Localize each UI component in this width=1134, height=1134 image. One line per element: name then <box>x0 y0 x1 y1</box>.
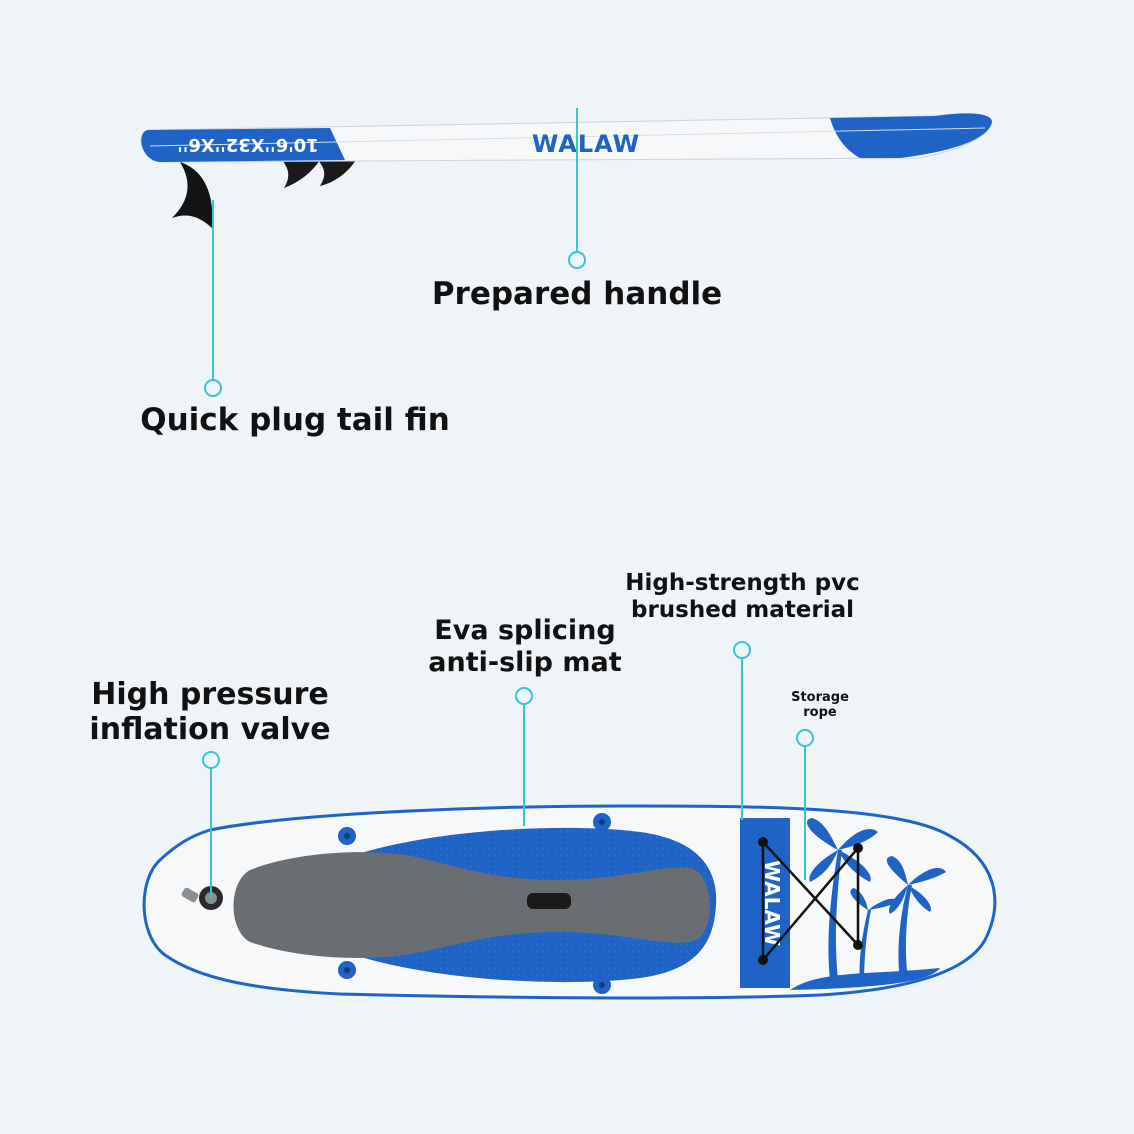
label-line: High pressure <box>91 677 329 712</box>
side-blue-tail <box>141 128 345 162</box>
label-line: Storage <box>791 690 849 705</box>
label-line: brushed material <box>630 597 855 624</box>
label-high-pressure-valve: High pressure inflation valve <box>60 677 360 748</box>
rope-anchor-icon <box>853 843 863 853</box>
label-line: Eva splicing <box>434 615 616 646</box>
label-prepared-handle: Prepared handle <box>431 276 723 312</box>
d-ring-icon <box>344 833 350 839</box>
side-fin-2 <box>318 160 356 186</box>
label-line: anti-slip mat <box>428 646 622 678</box>
label-pvc-material: High-strength pvc brushed material <box>600 570 885 624</box>
top-view-board: WALAW <box>142 804 997 1000</box>
label-storage-rope: Storage rope <box>770 690 870 721</box>
side-fin-1 <box>282 160 320 188</box>
d-ring-icon <box>599 819 605 825</box>
side-blue-nose <box>830 113 992 158</box>
d-ring-icon <box>344 967 350 973</box>
label-line: inflation valve <box>89 712 331 748</box>
rope-anchor-icon <box>758 837 768 847</box>
rope-anchor-icon <box>758 955 768 965</box>
deck-pad-gray <box>233 852 710 958</box>
label-line: rope <box>803 705 837 721</box>
side-brand-logo: WALAW <box>532 130 640 158</box>
size-print: 10'6''X32''X6'' <box>177 134 318 155</box>
tail-fin <box>172 162 213 228</box>
callouts <box>202 108 814 898</box>
label-quick-plug-tail-fin: Quick plug tail fin <box>140 402 450 438</box>
label-eva-mat: Eva splicing anti-slip mat <box>395 615 655 679</box>
rope-anchor-icon <box>853 940 863 950</box>
storage-rope <box>761 841 860 961</box>
side-view-board: 10'6''X32''X6'' WALAW <box>140 113 993 228</box>
d-ring-icon <box>599 982 605 988</box>
carry-handle <box>527 893 571 909</box>
label-line: High-strength pvc <box>625 570 860 596</box>
